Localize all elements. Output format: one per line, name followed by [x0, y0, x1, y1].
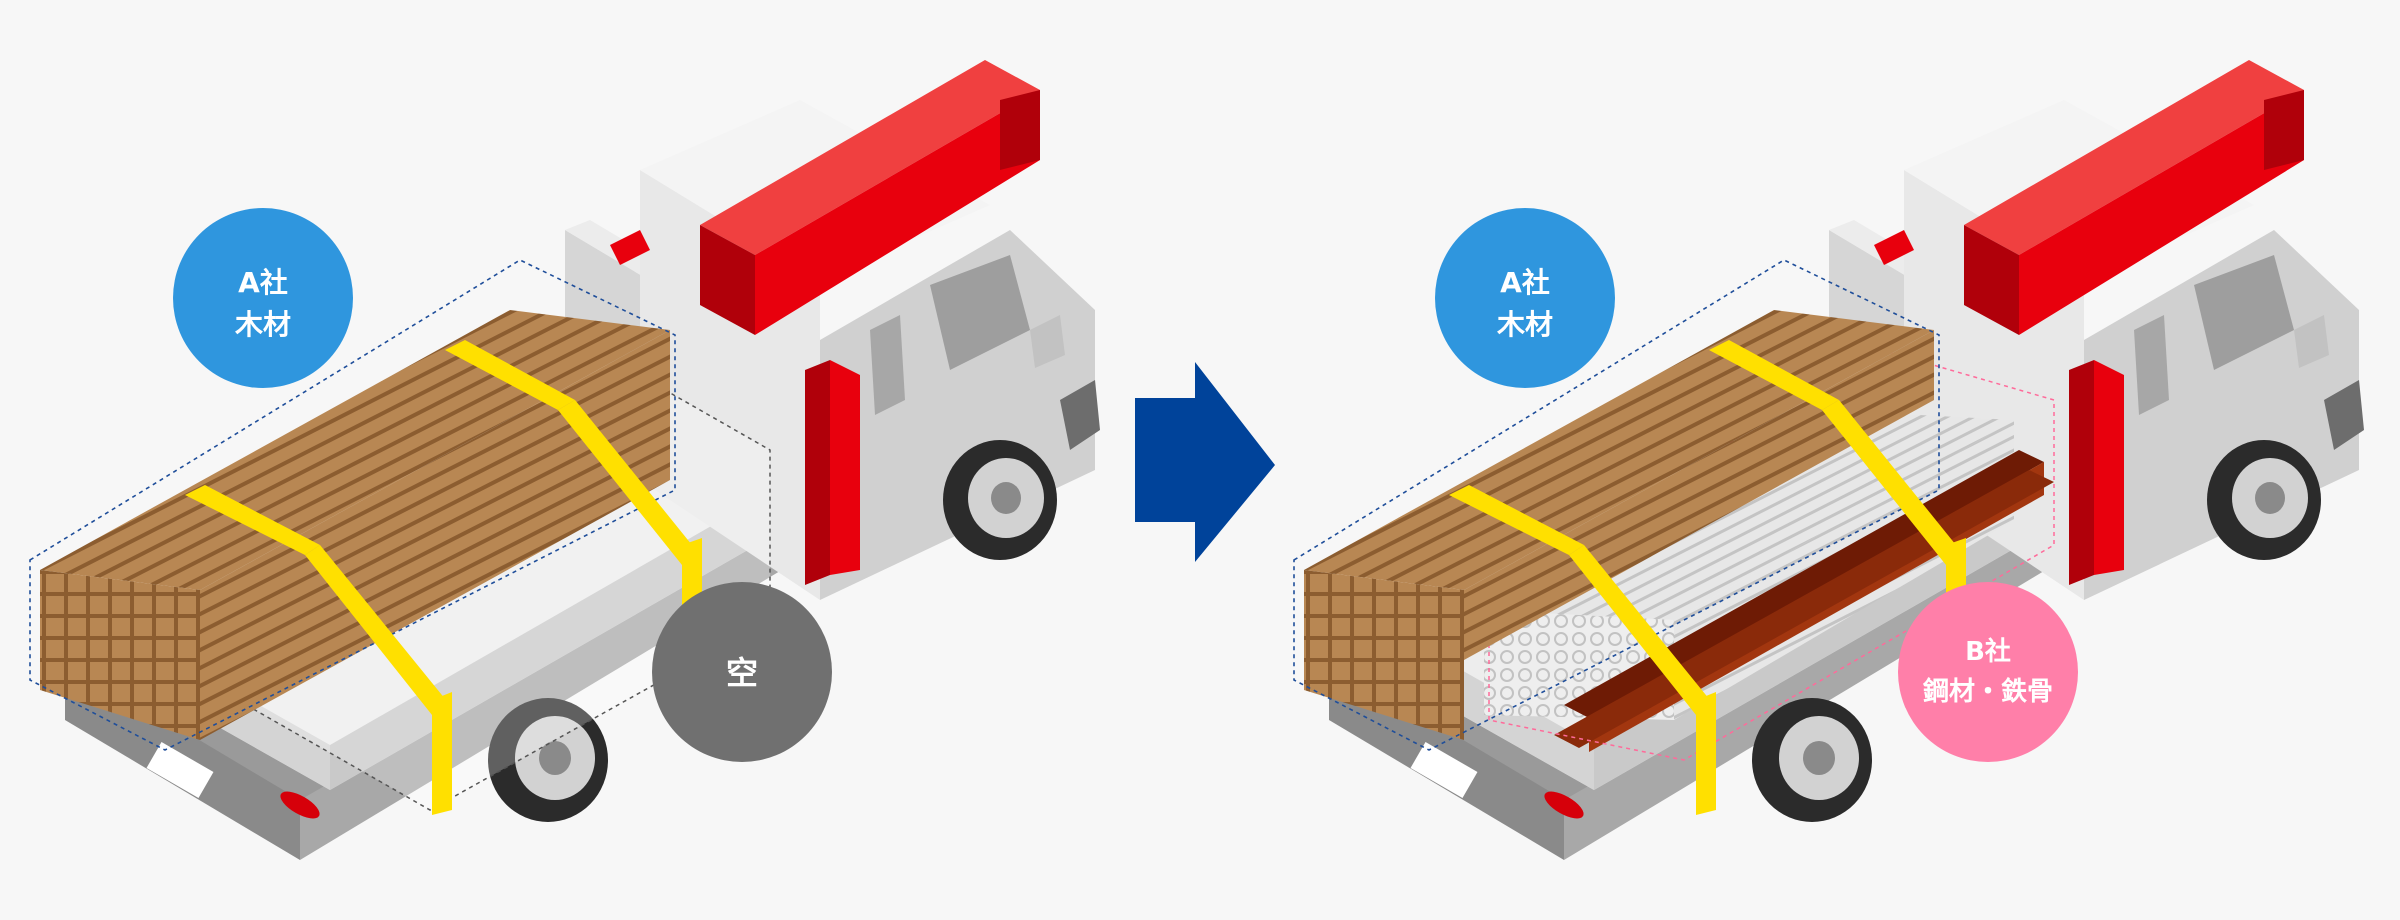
truck-front-bumper [1060, 380, 1100, 450]
crane-boom-tip [2264, 90, 2304, 170]
tail-light [280, 791, 320, 819]
strap-2-side [558, 400, 700, 565]
badge-company-b: B社 鋼材・鉄骨 [1898, 582, 2078, 762]
strap-1-drop [432, 692, 452, 815]
crane-boom-top [1964, 60, 2304, 255]
right-truck: A社 木材 B社 鋼材・鉄骨 [1293, 60, 2364, 860]
truck-mirror [1030, 315, 1065, 368]
tail-light [1544, 791, 1584, 819]
truck-side-window [870, 315, 905, 415]
strap-1 [1449, 485, 1584, 555]
strap-1-drop [1696, 692, 1716, 815]
crane-boom-side [755, 90, 1040, 335]
strap-2 [1709, 340, 1839, 410]
strap-2-drop [1946, 538, 1966, 596]
lumber-side [200, 330, 670, 740]
badge-company-a: A社 木材 [1435, 208, 1615, 388]
strap-2-drop [682, 538, 702, 606]
crane-boom-top [700, 60, 1040, 255]
b-cargo-outline [1488, 344, 2055, 761]
left-truck: A社 木材 空 [29, 60, 1100, 860]
strap-2-side [1822, 400, 1964, 565]
lumber-outline [29, 259, 676, 751]
badge-company-b-cargo: 鋼材・鉄骨 [1922, 676, 2053, 707]
crane-hook-block [610, 230, 650, 265]
crane-boom-tip [1000, 90, 1040, 170]
lumber-side [1464, 330, 1934, 660]
badge-company-b-name: B社 [1965, 636, 2011, 667]
license-plate [146, 742, 214, 798]
front-wheel [943, 440, 1057, 560]
truck-windshield [930, 255, 1030, 370]
badge-company-a-circle [1435, 208, 1615, 388]
crane-post-front [805, 360, 830, 585]
crane-boom-front [700, 225, 755, 335]
badge-company-a: A社 木材 [173, 208, 353, 388]
strap-1 [185, 485, 320, 555]
lumber-outline [1293, 259, 1940, 751]
strap-2 [445, 340, 575, 410]
badge-company-a-circle [173, 208, 353, 388]
front-wheel [2207, 440, 2321, 560]
badge-company-a-name: A社 [238, 266, 288, 299]
lumber-ends [40, 570, 200, 740]
badge-company-a-name: A社 [1500, 266, 1550, 299]
strap-1-side [1569, 545, 1714, 715]
crane-post-front [2069, 360, 2094, 585]
rear-wheel [1752, 698, 1872, 822]
badge-empty-label: 空 [726, 654, 758, 692]
badge-company-a-cargo: 木材 [234, 308, 291, 341]
cargo-straps [1449, 340, 1966, 815]
crane-boom-side [2019, 90, 2304, 335]
crane-post-side [2094, 360, 2124, 575]
badge-empty-circle [652, 582, 832, 762]
crane-boom-front [1964, 225, 2019, 335]
crane-post-side [830, 360, 860, 575]
truck-side-skirt [300, 520, 790, 860]
strap-1-side [305, 545, 450, 715]
cargo-straps [185, 340, 702, 815]
truck-windshield [2194, 255, 2294, 370]
lumber-ends [1304, 570, 1464, 740]
truck-front-bumper [2324, 380, 2364, 450]
badge-empty: 空 [652, 582, 832, 762]
rear-wheel [488, 698, 608, 822]
truck-mirror [2294, 315, 2329, 368]
truck-side-window [2134, 315, 2169, 415]
license-plate [1410, 742, 1478, 798]
crane-hook-block [1874, 230, 1914, 265]
badge-company-a-cargo: 木材 [1496, 308, 1553, 341]
transition-arrow-icon [1135, 362, 1275, 562]
badge-company-b-circle [1898, 582, 2078, 762]
